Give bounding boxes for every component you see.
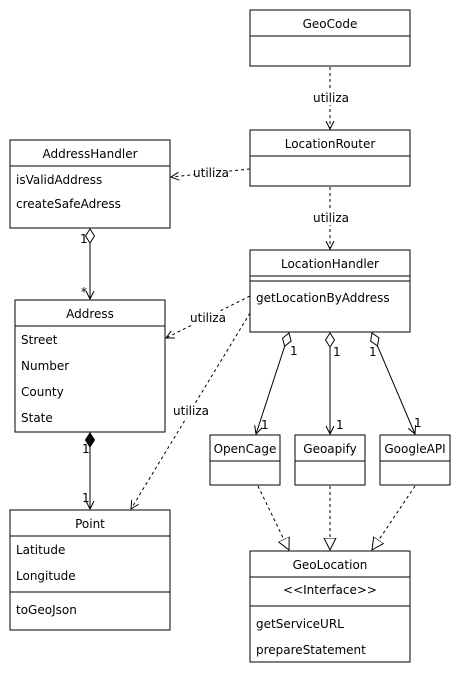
member-street: Street	[21, 333, 58, 347]
attr-latitude: Latitude	[16, 543, 65, 557]
class-location-router-name: LocationRouter	[285, 137, 376, 151]
member-isvalidaddress: isValidAddress	[16, 173, 102, 187]
mult-lh-opencage-source: 1	[290, 344, 298, 358]
class-geolocation[interactable]: GeoLocation <<Interface>> getServiceURL …	[249, 550, 411, 663]
mult-lh-googleapi-source: 1	[369, 345, 377, 359]
edge-lh-googleapi	[372, 333, 415, 434]
class-address-handler[interactable]: AddressHandler isValidAddress createSafe…	[9, 139, 171, 229]
attr-longitude: Longitude	[16, 569, 76, 583]
edge-lh-opencage	[256, 333, 289, 434]
member-state: State	[21, 411, 53, 425]
mult-lh-googleapi-target: 1	[414, 416, 422, 430]
method-preparestatement: prepareStatement	[256, 643, 366, 657]
class-address-name: Address	[66, 307, 114, 321]
class-geolocation-stereotype: <<Interface>>	[283, 583, 377, 597]
class-location-handler[interactable]: LocationHandler getLocationByAddress	[249, 249, 411, 333]
edge-router-addresshandler	[171, 168, 251, 177]
class-googleapi-name: GoogleAPI	[384, 442, 445, 456]
class-location-handler-name: LocationHandler	[281, 257, 379, 271]
edge-label-router-addresshandler: utiliza	[193, 166, 229, 180]
class-opencage-name: OpenCage	[214, 442, 277, 456]
edge-label-locationhandler-address: utiliza	[190, 311, 226, 325]
class-point[interactable]: Point Latitude Longitude toGeoJson	[9, 509, 171, 631]
class-geoapify[interactable]: Geoapify	[294, 434, 366, 486]
mult-addresshandler-source: 1	[80, 232, 88, 246]
class-geocode-name: GeoCode	[303, 17, 358, 31]
edge-opencage-geolocation	[257, 485, 289, 550]
mult-address-target: 1	[82, 491, 90, 505]
class-googleapi[interactable]: GoogleAPI	[379, 434, 451, 486]
class-address-handler-name: AddressHandler	[42, 147, 137, 161]
member-number: Number	[21, 359, 69, 373]
method-getserviceurl: getServiceURL	[256, 617, 344, 631]
mult-lh-opencage-target: 1	[261, 418, 269, 432]
edge-locationhandler-address	[166, 295, 251, 338]
class-opencage[interactable]: OpenCage	[209, 434, 281, 486]
edge-googleapi-geolocation	[372, 485, 416, 550]
method-togeojson: toGeoJson	[16, 603, 77, 617]
edge-label-geocode-router: utiliza	[313, 91, 349, 105]
class-point-name: Point	[75, 517, 105, 531]
mult-addresshandler-target: *	[81, 285, 87, 299]
class-geoapify-name: Geoapify	[303, 442, 356, 456]
member-getlocationbyaddress: getLocationByAddress	[256, 291, 390, 305]
edge-label-locationhandler-point: utiliza	[173, 404, 209, 418]
member-createsafeadress: createSafeAdress	[16, 197, 121, 211]
class-geocode[interactable]: GeoCode	[249, 9, 411, 67]
class-geolocation-name: GeoLocation	[293, 558, 368, 572]
edge-label-router-locationhandler: utiliza	[313, 211, 349, 225]
class-address[interactable]: Address Street Number County State	[14, 299, 166, 433]
mult-lh-geoapify-source: 1	[333, 345, 341, 359]
member-county: County	[21, 385, 64, 399]
mult-lh-geoapify-target: 1	[336, 418, 344, 432]
mult-address-source: 1	[82, 442, 90, 456]
class-location-router[interactable]: LocationRouter	[249, 129, 411, 187]
